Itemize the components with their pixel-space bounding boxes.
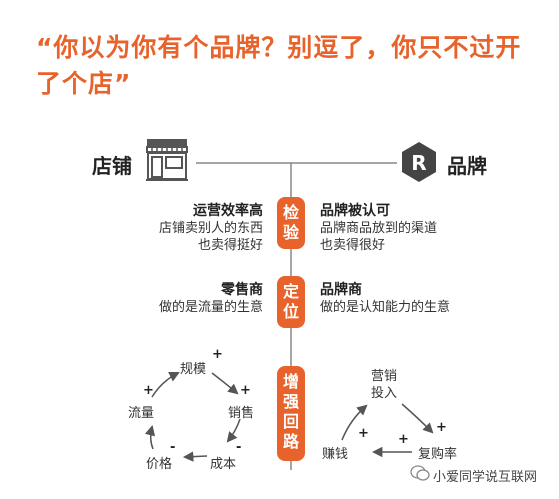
left-loop-arrows	[144, 372, 241, 462]
right-line-1b: 也卖得很好	[320, 238, 386, 253]
right-title-1: 品牌被认可	[320, 203, 390, 219]
retailer-block: 零售商 做的是流量的生意	[100, 281, 263, 316]
left-title-2: 零售商	[221, 282, 263, 298]
left-line-1b: 也卖得挺好	[197, 238, 263, 253]
pill-test: 检验	[277, 197, 305, 249]
sign-cost-price: -	[236, 440, 242, 455]
loop-node-marketing: 营销投入	[371, 369, 398, 401]
page-title: “你以为你有个品牌？别逗了，你只不过开了个店”	[36, 33, 522, 98]
left-title-1: 运营效率高	[193, 203, 263, 219]
sign-traffic-scale: +	[143, 383, 154, 398]
brand-logo-letter: R	[411, 151, 426, 175]
loop-node-cost: 成本	[210, 457, 237, 472]
store-icon	[146, 139, 188, 181]
loop-node-price: 价格	[146, 457, 173, 472]
sign-marketing-repurchase: +	[436, 420, 447, 435]
pill-reinforcing-loop: 增强回路	[277, 366, 305, 461]
retailer-efficiency-block: 运营效率高 店铺卖别人的东西 也卖得挺好	[100, 202, 263, 254]
left-line-1a: 店铺卖别人的东西	[158, 221, 263, 236]
sign-scale-sales: +	[212, 347, 223, 362]
loop-node-sales: 销售	[228, 406, 255, 421]
sign-repurchase-profit: +	[398, 432, 409, 447]
brand-label: 品牌	[447, 154, 487, 178]
brand-logo-icon: R	[402, 142, 436, 182]
wechat-icon	[410, 465, 430, 481]
sign-sales-cost: +	[240, 383, 251, 398]
brand-owner-block: 品牌商 做的是认知能力的生意	[320, 281, 520, 316]
loop-node-scale: 规模	[180, 362, 207, 377]
left-line-2a: 做的是流量的生意	[158, 300, 263, 315]
right-loop-arrows	[341, 403, 434, 458]
right-title-2: 品牌商	[320, 282, 362, 298]
watermark: 小爱同学说互联网	[433, 470, 538, 485]
pill-position: 定位	[277, 276, 305, 328]
loop-node-repurchase: 复购率	[418, 447, 458, 462]
store-label: 店铺	[92, 154, 132, 178]
sign-price-traffic: -	[170, 440, 176, 455]
brand-recognized-block: 品牌被认可 品牌商品放到的渠道 也卖得很好	[320, 202, 520, 254]
right-line-1a: 品牌商品放到的渠道	[320, 221, 438, 236]
loop-node-traffic: 流量	[128, 406, 155, 421]
sign-profit-marketing: +	[358, 426, 369, 441]
loop-node-profit: 赚钱	[322, 447, 349, 462]
right-line-2a: 做的是认知能力的生意	[320, 300, 451, 315]
